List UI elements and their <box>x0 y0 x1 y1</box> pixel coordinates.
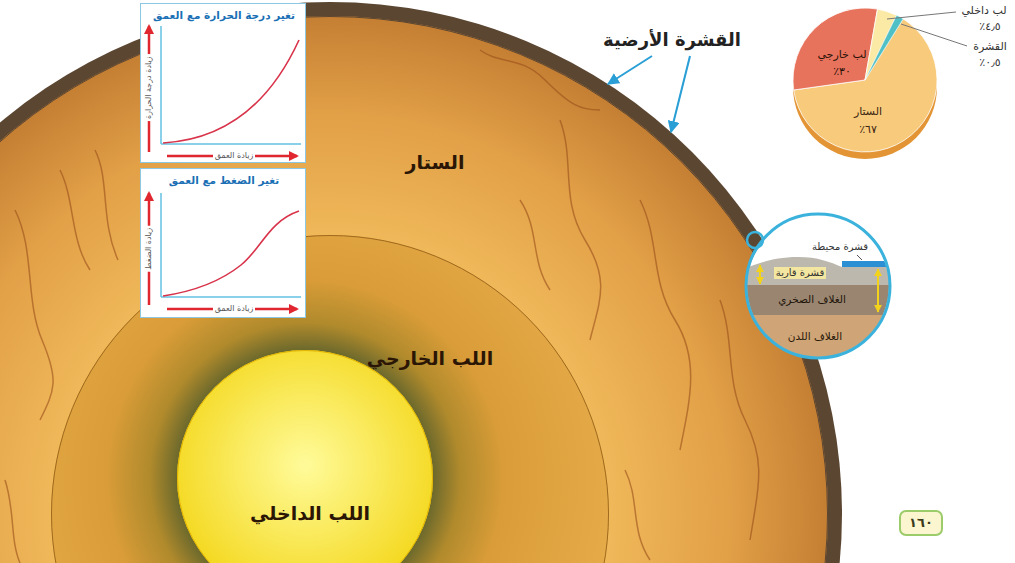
y-axis <box>160 26 162 144</box>
axis-label: زيادة الضغط <box>144 226 154 272</box>
pie-percent-slot: ٤٫٥٪ <box>979 20 1000 33</box>
inset-label: قشرة قارية <box>774 267 826 279</box>
layer-name-slot: اللب الداخلي <box>250 502 370 525</box>
vein <box>60 170 90 270</box>
crust-leader <box>608 56 690 132</box>
thickness-arrow <box>759 265 761 284</box>
pie-percent: ٠٫٥٪ <box>979 56 1000 69</box>
axis-label: زيادة درجة الحرارة <box>144 55 154 122</box>
vein <box>480 50 600 110</box>
pie-label-slot: لب داخلي <box>961 4 1006 17</box>
layer-outline <box>177 350 433 563</box>
graph-title: تغير الضغط مع العمق <box>169 174 279 187</box>
inset-frame <box>746 214 890 358</box>
outer-core-layer: اللب الخارجي اللب الداخلي <box>51 235 609 563</box>
axis-label: زيادة العمق <box>213 151 256 161</box>
pie-label-slot: الستار <box>854 105 882 118</box>
pie-percent: ٤٫٥٪ <box>979 20 1000 33</box>
inset-label: الغلاف اللدن <box>788 330 842 343</box>
graph-title-slot: تغير درجة الحرارة مع العمق <box>153 9 295 22</box>
graph-curve <box>163 211 299 296</box>
inset-label: قشرة محيطة <box>812 241 868 253</box>
inset-locator <box>747 232 763 248</box>
axis-label: زيادة العمق <box>213 304 256 314</box>
ocean-water <box>842 261 902 267</box>
vein <box>560 120 601 340</box>
temperature-graph <box>141 4 307 164</box>
axis-label-slot: زيادة درجة الحرارة <box>144 55 154 122</box>
layer-name-slot: الستار <box>406 151 465 174</box>
inset-label-slot: قشرة محيطة <box>812 241 868 253</box>
pie-slice <box>865 9 897 80</box>
layer-name: اللب الداخلي <box>250 502 370 525</box>
inner-core-layer: اللب الداخلي <box>177 350 433 563</box>
vein <box>640 200 691 450</box>
crust-inset <box>740 210 902 374</box>
pie-chart <box>793 8 967 159</box>
leader-arrow <box>608 56 652 84</box>
vein <box>520 200 550 290</box>
pie-label-slot: القشرة <box>973 40 1007 53</box>
inner-core-fill <box>177 350 433 563</box>
x-axis <box>161 296 301 298</box>
axis-label-slot: زيادة العمق <box>213 151 256 161</box>
pie-percent-slot: ٣٠٪ <box>833 65 851 78</box>
asthenosphere-band <box>740 314 900 374</box>
page-number: ١٦٠ <box>909 515 933 531</box>
vein <box>625 470 650 560</box>
graph-title: تغير درجة الحرارة مع العمق <box>153 9 295 22</box>
crust-ring <box>0 2 842 563</box>
pie-percent: ٦٧٪ <box>859 123 877 136</box>
part-label-slot: القشرة الأرضية <box>603 29 741 51</box>
leader-line <box>901 24 967 46</box>
x-axis <box>161 143 301 145</box>
layer-outline <box>52 236 609 563</box>
inset-label-slot: الغلاف الصخري <box>778 293 846 306</box>
inset-label-slot: قشرة قارية <box>774 267 826 279</box>
pie-percent-slot: ٦٧٪ <box>859 123 877 136</box>
inset-label: الغلاف الصخري <box>778 293 846 306</box>
thickness-arrow <box>877 269 879 312</box>
graph-panel: تغير الضغط مع العمق زيادة الضغط زيادة العم… <box>140 168 306 318</box>
pie-percent-slot: ٠٫٥٪ <box>979 56 1000 69</box>
graph-curve <box>163 40 299 143</box>
layer-outline <box>178 351 433 563</box>
layer-name: الستار <box>406 151 465 174</box>
outer-core-fill <box>51 235 609 563</box>
graph-panel: تغير درجة الحرارة مع العمق زيادة درجة الح… <box>140 3 306 163</box>
layer-outline <box>0 16 828 563</box>
pie-percent: ٣٠٪ <box>833 65 851 78</box>
leader-line <box>887 12 956 19</box>
pie-label: القشرة <box>973 40 1007 53</box>
layer-name: اللب الخارجي <box>367 347 493 370</box>
vein <box>720 300 759 540</box>
lithosphere-band <box>740 283 900 315</box>
pie-slice <box>793 8 877 90</box>
layer-name-slot: اللب الخارجي <box>367 347 493 370</box>
vein <box>15 210 53 420</box>
pie-label: الستار <box>854 105 882 118</box>
layer-outline <box>0 17 828 563</box>
leader-arrow <box>671 56 690 132</box>
part-label: القشرة الأرضية <box>603 29 741 51</box>
y-axis <box>160 193 162 297</box>
pie-slice <box>865 15 903 80</box>
pie-label: لب داخلي <box>961 4 1006 17</box>
vein <box>95 150 118 260</box>
inset-label-slot: الغلاف اللدن <box>788 330 842 343</box>
leader-line <box>857 255 862 260</box>
mantle-layer: الستار اللب الخارجي اللب الداخلي <box>0 16 828 563</box>
graph-title-slot: تغير الضغط مع العمق <box>169 174 279 187</box>
pressure-graph <box>141 169 307 319</box>
pie-label-slot: لب خارجي <box>817 48 866 61</box>
pie-label: لب خارجي <box>817 48 866 61</box>
vein <box>5 480 20 563</box>
page-number-box: ١٦٠ <box>899 510 943 536</box>
axis-label-slot: زيادة العمق <box>213 304 256 314</box>
axis-label-slot: زيادة الضغط <box>144 226 154 272</box>
page-number-slot: ١٦٠ <box>909 515 933 531</box>
mantle-fill <box>0 16 828 563</box>
